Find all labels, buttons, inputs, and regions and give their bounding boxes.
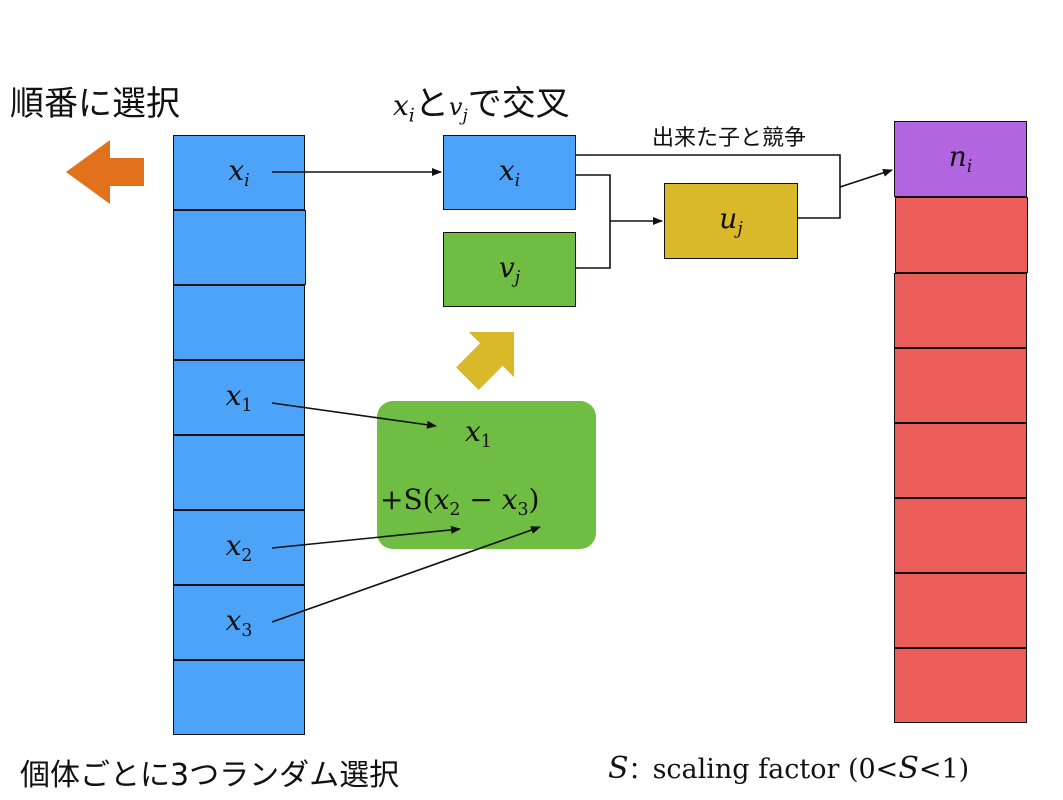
caption-var-s2: S: [898, 751, 919, 786]
left-arrow-icon: [66, 140, 144, 204]
mutation-prefix: +S(: [380, 483, 434, 516]
mutation-formula-box: x1 +S(x2 − x3): [377, 401, 596, 549]
cell-var: x: [225, 603, 242, 637]
heading-var-x: x: [393, 89, 409, 122]
mutation-var-x1: x: [465, 415, 481, 448]
trial-vector-box: uj: [664, 183, 798, 259]
next-gen-sub: i: [966, 157, 973, 178]
next-gen-cell: [894, 423, 1027, 498]
caption-var-s: S: [608, 751, 629, 786]
mutant-sub: j: [514, 268, 521, 289]
mutation-sub-1: 1: [480, 432, 492, 453]
heading-sub-i: i: [408, 104, 415, 127]
caption-scaling-factor: S：scaling factor (0<S<1): [608, 750, 969, 786]
next-gen-var: n: [948, 140, 967, 174]
heading-select-in-order: 順番に選択: [10, 84, 180, 124]
arrow-x1-to-mutation: [271, 402, 437, 429]
mutation-line2: +S(x2 − x3): [380, 483, 539, 520]
line-target-to-trial: [576, 174, 611, 221]
compete-label: 出来た子と競争: [652, 126, 807, 151]
cell-var: x: [225, 528, 242, 562]
heading-particle: と: [414, 84, 449, 124]
line-target-compete: [576, 154, 841, 187]
mutation-sub-2: 2: [449, 500, 461, 521]
caption-colon: ：: [628, 756, 653, 784]
target-vector-box: xi: [443, 135, 576, 210]
population-cell: [173, 660, 305, 735]
arrow-x2-to-mutation: [271, 525, 461, 549]
heading-suffix: で交叉: [467, 84, 570, 124]
population-cell: [173, 285, 305, 360]
mutation-sub-3: 3: [517, 500, 529, 521]
mutant-vector-box: vj: [443, 232, 576, 307]
arrow-x3-to-mutation: [271, 526, 541, 623]
cell-sub: 1: [241, 396, 253, 417]
caption-text1: scaling factor (0<: [652, 754, 899, 785]
up-right-arrow-icon: [456, 331, 515, 390]
next-gen-cell: [894, 348, 1027, 423]
line-trial-compete: [798, 187, 841, 219]
cell-var: x: [228, 153, 245, 187]
mutation-var-x2: x: [433, 483, 450, 516]
mutation-line1: x1: [465, 415, 492, 452]
heading-var-v: v: [448, 93, 463, 121]
next-gen-cell: [895, 197, 1028, 273]
next-gen-cell: [894, 498, 1027, 573]
arrow-to-next-gen: [839, 168, 893, 188]
heading-sub-j: j: [462, 105, 468, 126]
mutant-var: v: [498, 250, 515, 284]
next-gen-cell: [894, 573, 1027, 648]
mutation-var-x3: x: [501, 483, 518, 516]
trial-sub: j: [737, 219, 743, 240]
population-cell-x1: x1: [173, 360, 305, 435]
caption-random-select: 個体ごとに3つランダム選択: [20, 758, 400, 793]
heading-crossover: xiとvjで交叉: [393, 76, 570, 127]
population-cell-x3: x3: [173, 585, 305, 660]
population-cell: [173, 210, 306, 285]
next-gen-cell: [894, 648, 1027, 723]
cell-var: x: [225, 378, 242, 412]
line-mutant-to-trial: [576, 221, 611, 269]
cell-sub: 2: [241, 546, 253, 567]
next-gen-cell-ni: ni: [894, 121, 1027, 197]
mutation-operator: −: [460, 483, 502, 516]
cell-sub: 3: [241, 621, 253, 642]
target-sub: i: [514, 171, 521, 192]
trial-var: u: [719, 202, 738, 236]
cell-sub: i: [244, 171, 250, 192]
next-gen-cell: [894, 273, 1027, 348]
target-var: x: [498, 153, 515, 187]
mutation-suffix: ): [528, 483, 540, 516]
population-cell: [173, 435, 305, 510]
caption-text2: <1): [918, 754, 970, 785]
